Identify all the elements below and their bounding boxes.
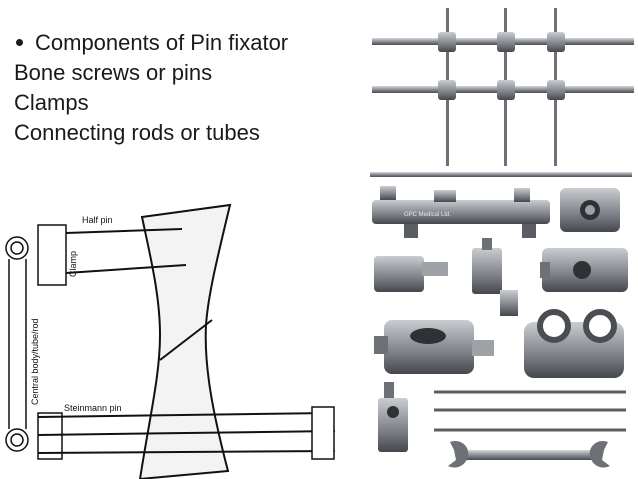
clamp-right	[311, 406, 335, 460]
list-item: Bone screws or pins	[14, 60, 213, 85]
ring-clamp	[524, 309, 624, 378]
single-clamp-bottom	[378, 382, 408, 452]
steinmann-pins	[37, 412, 336, 454]
bullet-list: Components of Pin fixator Bone screws or…	[14, 28, 364, 148]
wrench-icon	[448, 440, 610, 468]
bar-clamp: GPC Medical Ltd.	[372, 186, 550, 238]
label-steinmann-pin: Steinmann pin	[64, 403, 122, 413]
assembled-frame	[372, 8, 634, 166]
list-item: Connecting rods or tubes	[14, 120, 260, 145]
fixator-diagram: Half pin Clamp Central body/tube/rod Ste…	[5, 203, 336, 479]
fracture-line	[159, 319, 213, 361]
cube-clamp	[560, 188, 620, 232]
half-pins	[65, 228, 187, 274]
connecting-rod	[370, 172, 632, 177]
label-clamp: Clamp	[68, 251, 78, 277]
component-photos: GPC Medical Ltd.	[370, 8, 634, 468]
central-rod	[5, 236, 29, 452]
small-clamp-left	[374, 256, 448, 292]
pin-clamp-middle	[472, 238, 518, 316]
bullet-item-heading: Components of Pin fixator	[14, 28, 364, 58]
clamp-top	[37, 224, 67, 286]
pins-set	[434, 390, 626, 432]
clamp-bottom	[37, 412, 63, 460]
bullet-text: Components of Pin fixator	[35, 30, 289, 55]
tube-clamp-large	[374, 320, 494, 374]
double-clamp-right	[540, 248, 628, 292]
brand-mark: GPC Medical Ltd.	[404, 212, 451, 218]
bullet-dot-icon	[16, 38, 23, 46]
label-central-body: Central body/tube/rod	[30, 318, 40, 405]
list-item: Clamps	[14, 90, 89, 115]
label-half-pin: Half pin	[82, 215, 113, 225]
